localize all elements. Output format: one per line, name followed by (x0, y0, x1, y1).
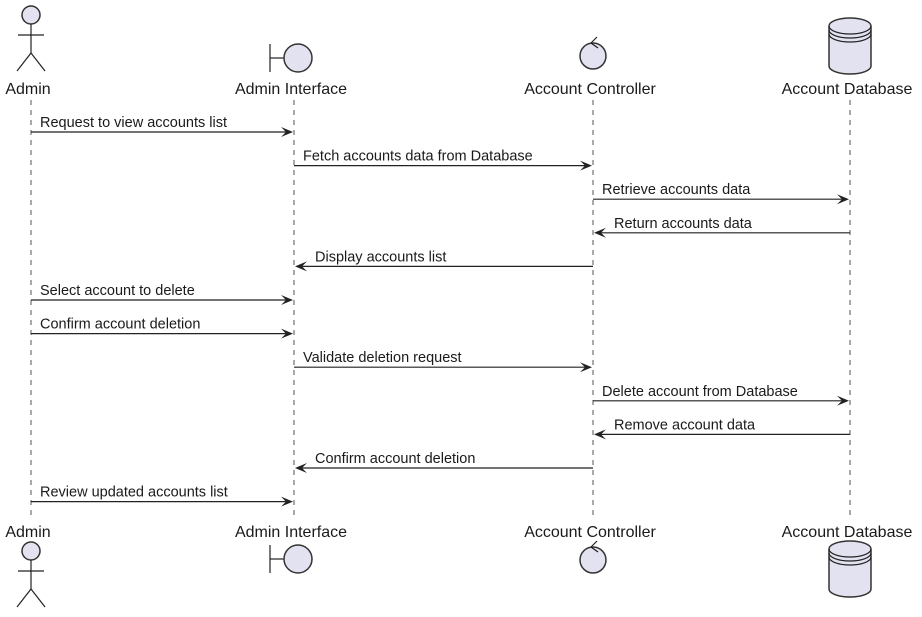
message-12: Review updated accounts list (31, 485, 293, 507)
participant-label: Admin Interface (235, 81, 347, 98)
arrowhead-icon (281, 127, 293, 137)
control-icon-bottom (579, 540, 607, 574)
arrowhead-icon (594, 429, 606, 440)
message-label: Request to view accounts list (40, 115, 227, 131)
arrowhead-icon (295, 261, 307, 272)
arrowhead-icon (580, 362, 592, 373)
arrowhead-icon (295, 463, 307, 473)
participant-label-bottom: Admin Interface (235, 524, 347, 541)
message-label: Retrieve accounts data (602, 182, 751, 198)
actor-icon-bottom (16, 541, 46, 608)
message-3: Retrieve accounts data (593, 182, 849, 205)
message-4: Return accounts data (594, 216, 850, 238)
boundary-icon-bottom (269, 544, 313, 574)
message-1: Request to view accounts list (31, 115, 293, 137)
message-label: Validate deletion request (303, 350, 462, 366)
message-9: Delete account from Database (593, 384, 849, 406)
message-label: Confirm account deletion (315, 451, 475, 467)
message-8: Validate deletion request (294, 350, 592, 373)
arrowhead-icon (594, 227, 606, 238)
message-label: Delete account from Database (602, 384, 798, 400)
message-11: Confirm account deletion (295, 451, 593, 473)
message-label: Display accounts list (315, 249, 446, 265)
participant-label: Account Database (782, 81, 913, 98)
message-label: Review updated accounts list (40, 485, 228, 501)
message-10: Remove account data (594, 417, 850, 440)
message-5: Display accounts list (295, 249, 593, 272)
participant-label-bottom: Admin (5, 524, 50, 541)
database-icon (828, 17, 872, 75)
message-6: Select account to delete (31, 283, 293, 305)
actor-icon (16, 5, 46, 72)
message-label: Select account to delete (40, 283, 195, 299)
database-icon-bottom (828, 540, 872, 598)
message-2: Fetch accounts data from Database (294, 149, 592, 171)
participant-label-bottom: Account Database (782, 524, 913, 541)
participant-label-bottom: Account Controller (524, 524, 656, 541)
arrowhead-icon (281, 496, 293, 507)
message-7: Confirm account deletion (31, 317, 293, 339)
participant-label: Admin (5, 81, 50, 98)
message-label: Remove account data (614, 417, 756, 433)
arrowhead-icon (837, 395, 849, 406)
message-label: Fetch accounts data from Database (303, 149, 533, 165)
arrowhead-icon (281, 295, 293, 305)
boundary-icon (269, 43, 313, 73)
arrowhead-icon (281, 328, 293, 339)
message-label: Confirm account deletion (40, 317, 200, 333)
message-label: Return accounts data (614, 216, 753, 232)
control-icon (579, 36, 607, 70)
arrowhead-icon (837, 194, 849, 205)
participant-label: Account Controller (524, 81, 656, 98)
arrowhead-icon (580, 160, 592, 171)
